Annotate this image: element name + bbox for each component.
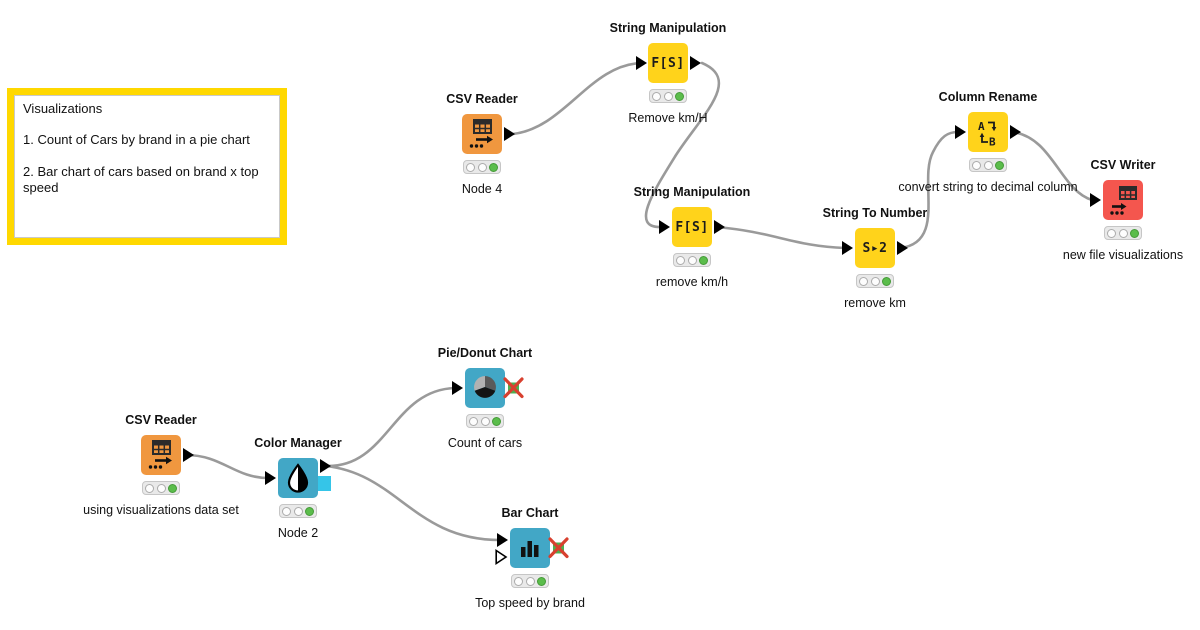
node-label: Bar Chart <box>501 506 559 520</box>
connection-colormanager-barchart[interactable] <box>324 464 502 542</box>
node-sublabel: convert string to decimal column <box>898 180 1078 194</box>
node-sublabel: remove km/h <box>655 275 729 289</box>
traffic-light <box>463 160 501 174</box>
image-output-port-disabled[interactable] <box>548 537 570 559</box>
output-port[interactable] <box>183 448 194 462</box>
bar-chart-icon <box>521 541 539 557</box>
string-to-number-icon: S▸2 <box>862 240 888 256</box>
node-label: String To Number <box>822 206 928 220</box>
node-sublabel: Remove km/H <box>628 111 708 125</box>
traffic-light <box>649 89 687 103</box>
node-sublabel: using visualizations data set <box>83 503 239 517</box>
traffic-light <box>969 158 1007 172</box>
node-label: Pie/Donut Chart <box>437 346 533 360</box>
output-port[interactable] <box>320 459 331 473</box>
light-green <box>489 162 498 172</box>
output-port[interactable] <box>897 241 908 255</box>
traffic-light <box>466 414 504 428</box>
column-rename-node[interactable]: A B <box>968 112 1008 152</box>
pie-chart-icon <box>474 376 496 398</box>
csv-writer-node[interactable] <box>1103 180 1143 220</box>
input-port[interactable] <box>497 533 508 547</box>
input-port[interactable] <box>636 56 647 70</box>
output-port[interactable] <box>690 56 701 70</box>
csv-reader-node[interactable] <box>462 114 502 154</box>
csv-reader-node[interactable] <box>141 435 181 475</box>
annotation-title: Visualizations <box>23 101 103 116</box>
node-label: String Manipulation <box>633 185 751 199</box>
annotation-item-2: 2. Bar chart of cars based on brand x to… <box>23 163 259 195</box>
node-label: CSV Reader <box>446 92 518 106</box>
color-manager-node[interactable] <box>278 458 318 498</box>
input-port[interactable] <box>1090 193 1101 207</box>
connection-stringmanip2-stringtonumber[interactable] <box>714 225 847 250</box>
node-label: CSV Writer <box>1090 158 1156 172</box>
color-droplet-icon <box>287 463 309 493</box>
node-sublabel: remove km <box>844 296 906 310</box>
node-label: Color Manager <box>254 436 342 450</box>
string-manipulation-node[interactable]: F[S] <box>648 43 688 83</box>
input-port[interactable] <box>452 381 463 395</box>
node-sublabel: Count of cars <box>447 436 523 450</box>
traffic-light <box>1104 226 1142 240</box>
node-label: String Manipulation <box>609 21 727 35</box>
connection-stringmanip1-stringmanip2[interactable] <box>644 61 721 229</box>
traffic-light <box>511 574 549 588</box>
traffic-light <box>856 274 894 288</box>
output-port[interactable] <box>714 220 725 234</box>
table-read-icon <box>148 440 172 469</box>
input-port[interactable] <box>265 471 276 485</box>
output-port[interactable] <box>504 127 515 141</box>
function-string-icon: F[S] <box>675 219 709 235</box>
image-output-port-disabled[interactable] <box>503 377 525 399</box>
optional-input-port[interactable] <box>495 549 508 565</box>
node-sublabel: Node 4 <box>461 182 503 196</box>
light-yellow <box>477 162 487 172</box>
pie-donut-chart-node[interactable] <box>465 368 505 408</box>
input-port[interactable] <box>842 241 853 255</box>
traffic-light <box>142 481 180 495</box>
input-port[interactable] <box>659 220 670 234</box>
color-model-output-port[interactable] <box>316 476 331 491</box>
bar-chart-node[interactable] <box>510 528 550 568</box>
light-red <box>466 162 475 172</box>
node-label: Column Rename <box>938 90 1038 104</box>
table-write-icon <box>1110 186 1137 215</box>
traffic-light <box>279 504 317 518</box>
string-to-number-node[interactable]: S▸2 <box>855 228 895 268</box>
svg-text:A: A <box>978 120 985 133</box>
node-sublabel: Top speed by brand <box>475 596 585 610</box>
rename-a-b-icon: A B <box>978 120 997 149</box>
workflow-annotation[interactable]: Visualizations 1. Count of Cars by brand… <box>7 88 287 245</box>
input-port[interactable] <box>955 125 966 139</box>
table-read-icon <box>469 119 493 148</box>
function-string-icon: F[S] <box>651 55 685 71</box>
svg-text:B: B <box>989 136 996 149</box>
connection-csvreader2-colormanager[interactable] <box>184 453 270 480</box>
string-manipulation-node[interactable]: F[S] <box>672 207 712 247</box>
node-sublabel: new file visualizations <box>1062 248 1184 262</box>
connection-colormanager-piechart[interactable] <box>324 386 457 468</box>
connection-stringtonumber-columnrename[interactable] <box>898 130 960 250</box>
node-sublabel: Node 2 <box>277 526 319 540</box>
annotation-item-1: 1. Count of Cars by brand in a pie chart <box>23 132 250 148</box>
traffic-light <box>673 253 711 267</box>
workflow-annotation-body: Visualizations 1. Count of Cars by brand… <box>14 95 280 238</box>
connection-columnrename-csvwriter[interactable] <box>1011 130 1094 202</box>
node-label: CSV Reader <box>125 413 197 427</box>
output-port[interactable] <box>1010 125 1021 139</box>
connection-csvreader4-stringmanip1[interactable] <box>511 61 644 136</box>
